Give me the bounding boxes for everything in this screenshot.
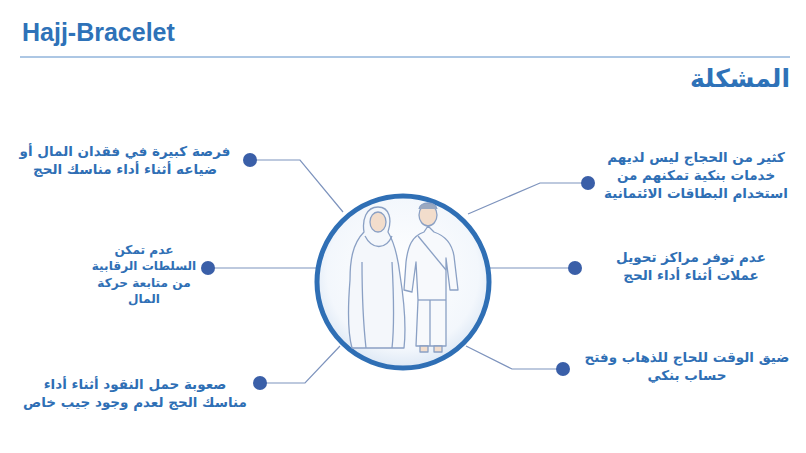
bullet-dots bbox=[201, 153, 595, 390]
problem-text: عدم توفر مراكز تحويل عملات أثناء أداء ال… bbox=[596, 248, 786, 284]
section-heading: المشكلة bbox=[640, 62, 790, 96]
title: Hajj-Bracelet bbox=[22, 16, 175, 50]
pilgrims-figure bbox=[348, 203, 458, 352]
problem-text: فرصة كبيرة في فقدان المال أو ضياعه أثناء… bbox=[12, 142, 238, 178]
problem-text: ضيق الوقت للحاج للذهاب وفتح حساب بنكي bbox=[584, 348, 790, 384]
center-circle bbox=[317, 196, 489, 368]
problem-text: صعوبة حمل النقود أثناء أداء مناسك الحج ل… bbox=[22, 375, 248, 411]
problem-text: كثير من الحجاج ليس لديهم خدمات بنكية تمك… bbox=[598, 148, 794, 203]
title-rule bbox=[20, 57, 790, 58]
problem-text: عدم تمكن السلطات الرقابية من متابعة حركة… bbox=[90, 242, 198, 308]
leader-lines bbox=[208, 160, 588, 383]
